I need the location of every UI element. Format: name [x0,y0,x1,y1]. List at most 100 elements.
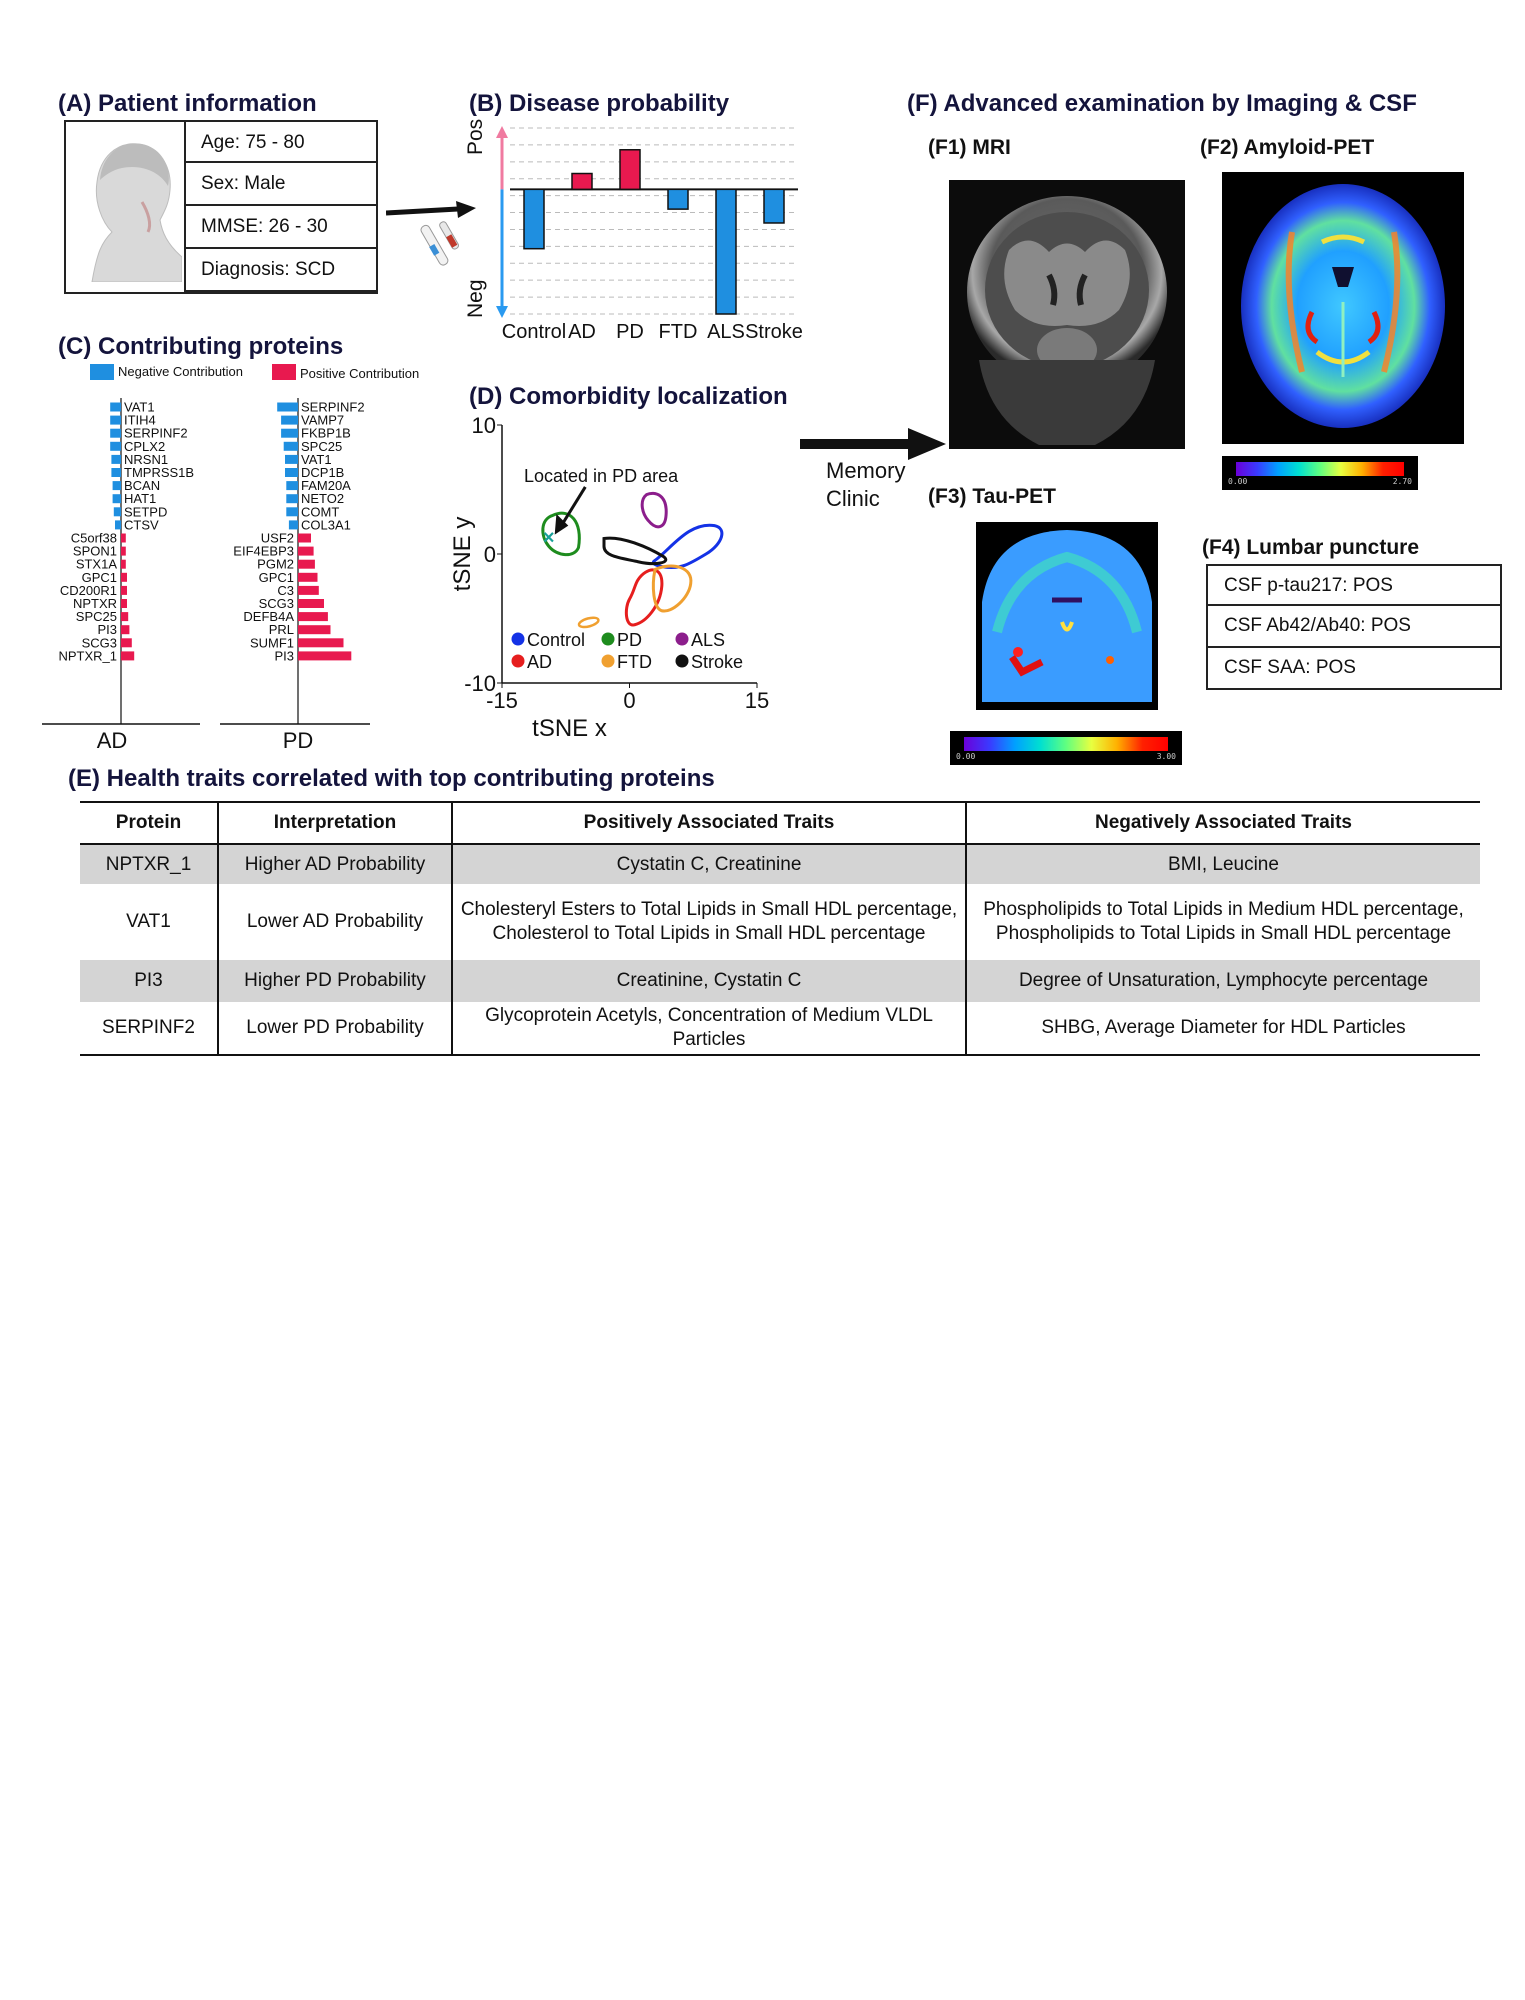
protein-label-vat1: VAT1 [301,452,332,467]
legend-label-als: ALS [691,630,725,650]
panel-a-title: (A) Patient information [58,90,317,117]
cell-interpretation: Higher AD Probability [217,844,452,884]
panel-b-title: (B) Disease probability [469,90,730,117]
protein-bar-usf2 [298,533,311,543]
legend-label-pd: PD [617,630,642,650]
protein-bar-spc25 [283,441,298,451]
protein-label-scg3: SCG3 [82,635,117,650]
bar-control [523,188,545,250]
y-tick-label: 0 [484,542,496,567]
protein-label-nrsn1: NRSN1 [124,452,168,467]
tick-label-stroke: Stroke [745,321,803,343]
legend-negative-swatch [90,364,114,380]
f3-title: (F3) Tau-PET [928,485,1056,508]
protein-label-fkbp1b: FKBP1B [301,426,351,441]
patient-sex: Sex: Male [184,163,378,206]
protein-bar-hat1 [112,494,121,504]
protein-bar-cd200r1 [121,585,127,595]
tau-scale-min: 0.00 [956,752,976,761]
panel-d-title: (D) Comorbidity localization [469,383,788,410]
legend-label-ftd: FTD [617,652,652,672]
protein-label-vamp7: VAMP7 [301,413,344,428]
protein-label-pgm2: PGM2 [257,557,294,572]
amyloid-pet-image [1222,172,1464,444]
bar-ad [571,172,593,191]
header-positive-traits: Positively Associated Traits [451,801,966,845]
f4-title: (F4) Lumbar puncture [1202,536,1420,559]
bar-ftd [667,188,689,210]
protein-bar-scg3 [121,638,132,648]
cell-positive: Cholesteryl Esters to Total Lipids in Sm… [451,884,966,960]
bar-stroke [763,188,785,224]
health-traits-table: Protein Interpretation Positively Associ… [80,801,1480,1056]
y-tick-label: -10 [464,671,496,696]
amyloid-scale-max: 2.70 [1392,477,1412,486]
protein-label-tmprss1b: TMPRSS1B [124,465,194,480]
protein-bar-sumf1 [298,638,344,648]
protein-label-sumf1: SUMF1 [250,635,294,650]
amyloid-scale-min: 0.00 [1228,477,1248,486]
protein-bar-fam20a [286,481,298,491]
contour-ftd [651,564,693,613]
cell-negative: SHBG, Average Diameter for HDL Particles [965,1002,1480,1056]
legend-marker-ftd [601,654,615,668]
legend-marker-control [511,632,525,646]
protein-label-hat1: HAT1 [124,491,156,506]
protein-bar-setpd [113,507,121,517]
y-tick-label: 10 [472,415,496,438]
protein-label-pi3: PI3 [97,622,117,637]
protein-bar-nptxr_1 [121,651,135,661]
protein-bar-spon1 [121,546,126,556]
protein-bar-prl [298,625,331,635]
x-tick-label: -15 [486,688,518,713]
tick-label-als: ALS [707,321,745,343]
tick-label-ad: AD [568,321,596,343]
patient-diagnosis: Diagnosis: SCD [184,249,378,292]
contour-control [651,523,724,570]
header-negative-traits: Negatively Associated Traits [965,801,1480,845]
patient-info-table: Age: 75 - 80 Sex: Male MMSE: 26 - 30 Dia… [184,120,378,292]
cell-protein: VAT1 [126,911,171,932]
legend-positive-label: Positive Contribution [300,366,420,381]
patient-marker: × [543,527,555,549]
protein-bar-nptxr [121,599,127,608]
protein-bar-col3a1 [288,520,298,530]
pd-axis-label: PD [283,728,314,753]
protein-label-ctsv: CTSV [124,517,159,532]
tau-pet-image [952,512,1182,724]
f1-title: (F1) MRI [928,136,1011,159]
protein-bar-gpc1 [298,572,318,582]
protein-bar-pi3 [298,651,352,661]
protein-label-pi3: PI3 [274,648,294,663]
cell-positive: Creatinine, Cystatin C [451,960,966,1002]
protein-label-setpd: SETPD [124,504,167,519]
table-row: NPTXR_1 Higher AD Probability Cystatin C… [80,844,1480,884]
legend-marker-pd [601,632,615,646]
amyloid-colorbar: 0.00 2.70 [1222,456,1418,490]
protein-label-comt: COMT [301,504,339,519]
protein-label-itih4: ITIH4 [124,413,156,428]
protein-bar-nrsn1 [111,454,121,464]
annotation-arrow-head [554,514,569,535]
tick-label-pd: PD [616,321,644,343]
protein-bar-spc25 [121,612,129,622]
clinic-label: Clinic [826,486,880,511]
contour-als [640,491,668,529]
bar-als [715,188,737,315]
arrow-a-to-b [386,201,476,218]
x-tick-label: 15 [745,688,769,713]
protein-label-prl: PRL [269,622,294,637]
tau-scale-max: 3.00 [1156,752,1176,761]
protein-bar-gpc1 [121,572,127,582]
legend-marker-als [675,632,689,646]
cell-protein: SERPINF2 [80,1002,218,1056]
protein-bar-defb4a [298,612,328,622]
protein-bar-pi3 [121,625,130,635]
protein-bar-ctsv [115,520,121,530]
protein-label-cplx2: CPLX2 [124,439,165,454]
protein-label-cd200r1: CD200R1 [60,583,117,598]
protein-label-spc25: SPC25 [76,609,117,624]
ad-axis-label: AD [97,728,128,753]
